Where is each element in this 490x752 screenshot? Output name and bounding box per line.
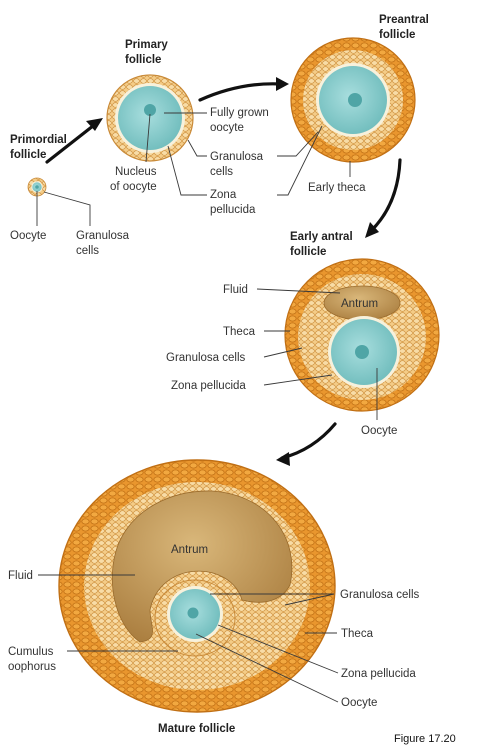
- primary-nucleus-label-line2: of oocyte: [110, 181, 157, 193]
- arrow-primordial-to-primary: [45, 118, 103, 164]
- primary-oocyte-label-line2: oocyte: [210, 122, 244, 134]
- primary-zona-label: Zona: [210, 189, 237, 201]
- mature-title: Mature follicle: [158, 723, 235, 735]
- primary-follicle: Primary follicle Fully grown oocyte Nucl…: [106, 39, 269, 216]
- preantral-title-line2: follicle: [379, 29, 415, 41]
- primordial-granulosa-label: Granulosa: [76, 230, 130, 242]
- preantral-follicle: Preantral follicle Early theca: [277, 14, 429, 196]
- early-antral-nucleus: [355, 345, 369, 359]
- preantral-theca-label: Early theca: [308, 182, 366, 194]
- primary-nucleus-label: Nucleus: [115, 166, 157, 178]
- mature-zona-label: Zona pellucida: [341, 668, 416, 680]
- early-antral-fluid-leader: [256, 288, 341, 294]
- primordial-nucleus: [35, 185, 39, 189]
- mature-antrum: [111, 490, 293, 643]
- early-antral-follicle: Antrum Early antral follicle Fluid Theca…: [166, 231, 440, 437]
- early-antral-zona-label: Zona pellucida: [171, 380, 246, 392]
- figure-label: Figure 17.20: [394, 733, 456, 745]
- primary-oocyte-label: Fully grown: [210, 107, 269, 119]
- preantral-granulosa-leader: [277, 131, 319, 157]
- primordial-title: Primordial: [10, 134, 67, 146]
- mature-oocyte-label: Oocyte: [341, 697, 377, 709]
- preantral-title: Preantral: [379, 14, 429, 26]
- mature-cumulus-label-line2: oophorus: [8, 661, 56, 673]
- preantral-zona-leader: [277, 125, 323, 196]
- mature-nucleus: [187, 607, 199, 619]
- arrow-primary-to-preantral: [198, 77, 289, 102]
- primary-title-line2: follicle: [125, 54, 161, 66]
- primary-title: Primary: [125, 39, 168, 51]
- early-antral-granulosa-label: Granulosa cells: [166, 352, 246, 364]
- early-antral-antrum-label: Antrum: [341, 298, 378, 310]
- early-antral-oocyte-label: Oocyte: [361, 425, 397, 437]
- primordial-title-line2: follicle: [10, 149, 46, 161]
- primordial-granulosa-label-line2: cells: [76, 245, 99, 257]
- mature-cumulus-label: Cumulus: [8, 646, 54, 658]
- early-antral-zona-leader: [263, 374, 333, 386]
- arrow-early-antral-to-mature: [276, 422, 337, 466]
- early-antral-title: Early antral: [290, 231, 353, 243]
- progression-arrows: [45, 77, 402, 466]
- primary-granulosa-label-line2: cells: [210, 166, 233, 178]
- mature-fluid-label: Fluid: [8, 570, 33, 582]
- preantral-nucleus: [348, 93, 362, 107]
- primary-zona-leader: [167, 145, 207, 196]
- primary-nucleus: [144, 104, 156, 116]
- primordial-oocyte-label: Oocyte: [10, 230, 46, 242]
- primordial-granulosa-leader: [43, 191, 91, 226]
- primary-granulosa-leader: [187, 139, 207, 157]
- primordial-follicle: Primordial follicle Oocyte Granulosa cel…: [10, 134, 130, 257]
- early-antral-fluid-label: Fluid: [223, 284, 248, 296]
- mature-granulosa-leader-b: [284, 593, 335, 606]
- primary-nucleus-leader: [145, 113, 151, 163]
- primary-granulosa-label: Granulosa: [210, 151, 264, 163]
- early-antral-theca-label: Theca: [223, 326, 256, 338]
- primary-zona-label-line2: pellucida: [210, 204, 256, 216]
- mature-zona-leader: [217, 624, 339, 674]
- mature-theca-label: Theca: [341, 628, 374, 640]
- early-antral-granulosa-leader: [263, 347, 303, 358]
- mature-follicle: Antrum Mature follicle Fluid Granulosa c…: [8, 459, 420, 735]
- mature-antrum-label: Antrum: [171, 544, 208, 556]
- early-antral-title-line2: follicle: [290, 246, 326, 258]
- arrow-preantral-to-early-antral: [365, 158, 402, 238]
- mature-granulosa-label: Granulosa cells: [340, 589, 420, 601]
- mature-oocyte-leader: [195, 633, 339, 703]
